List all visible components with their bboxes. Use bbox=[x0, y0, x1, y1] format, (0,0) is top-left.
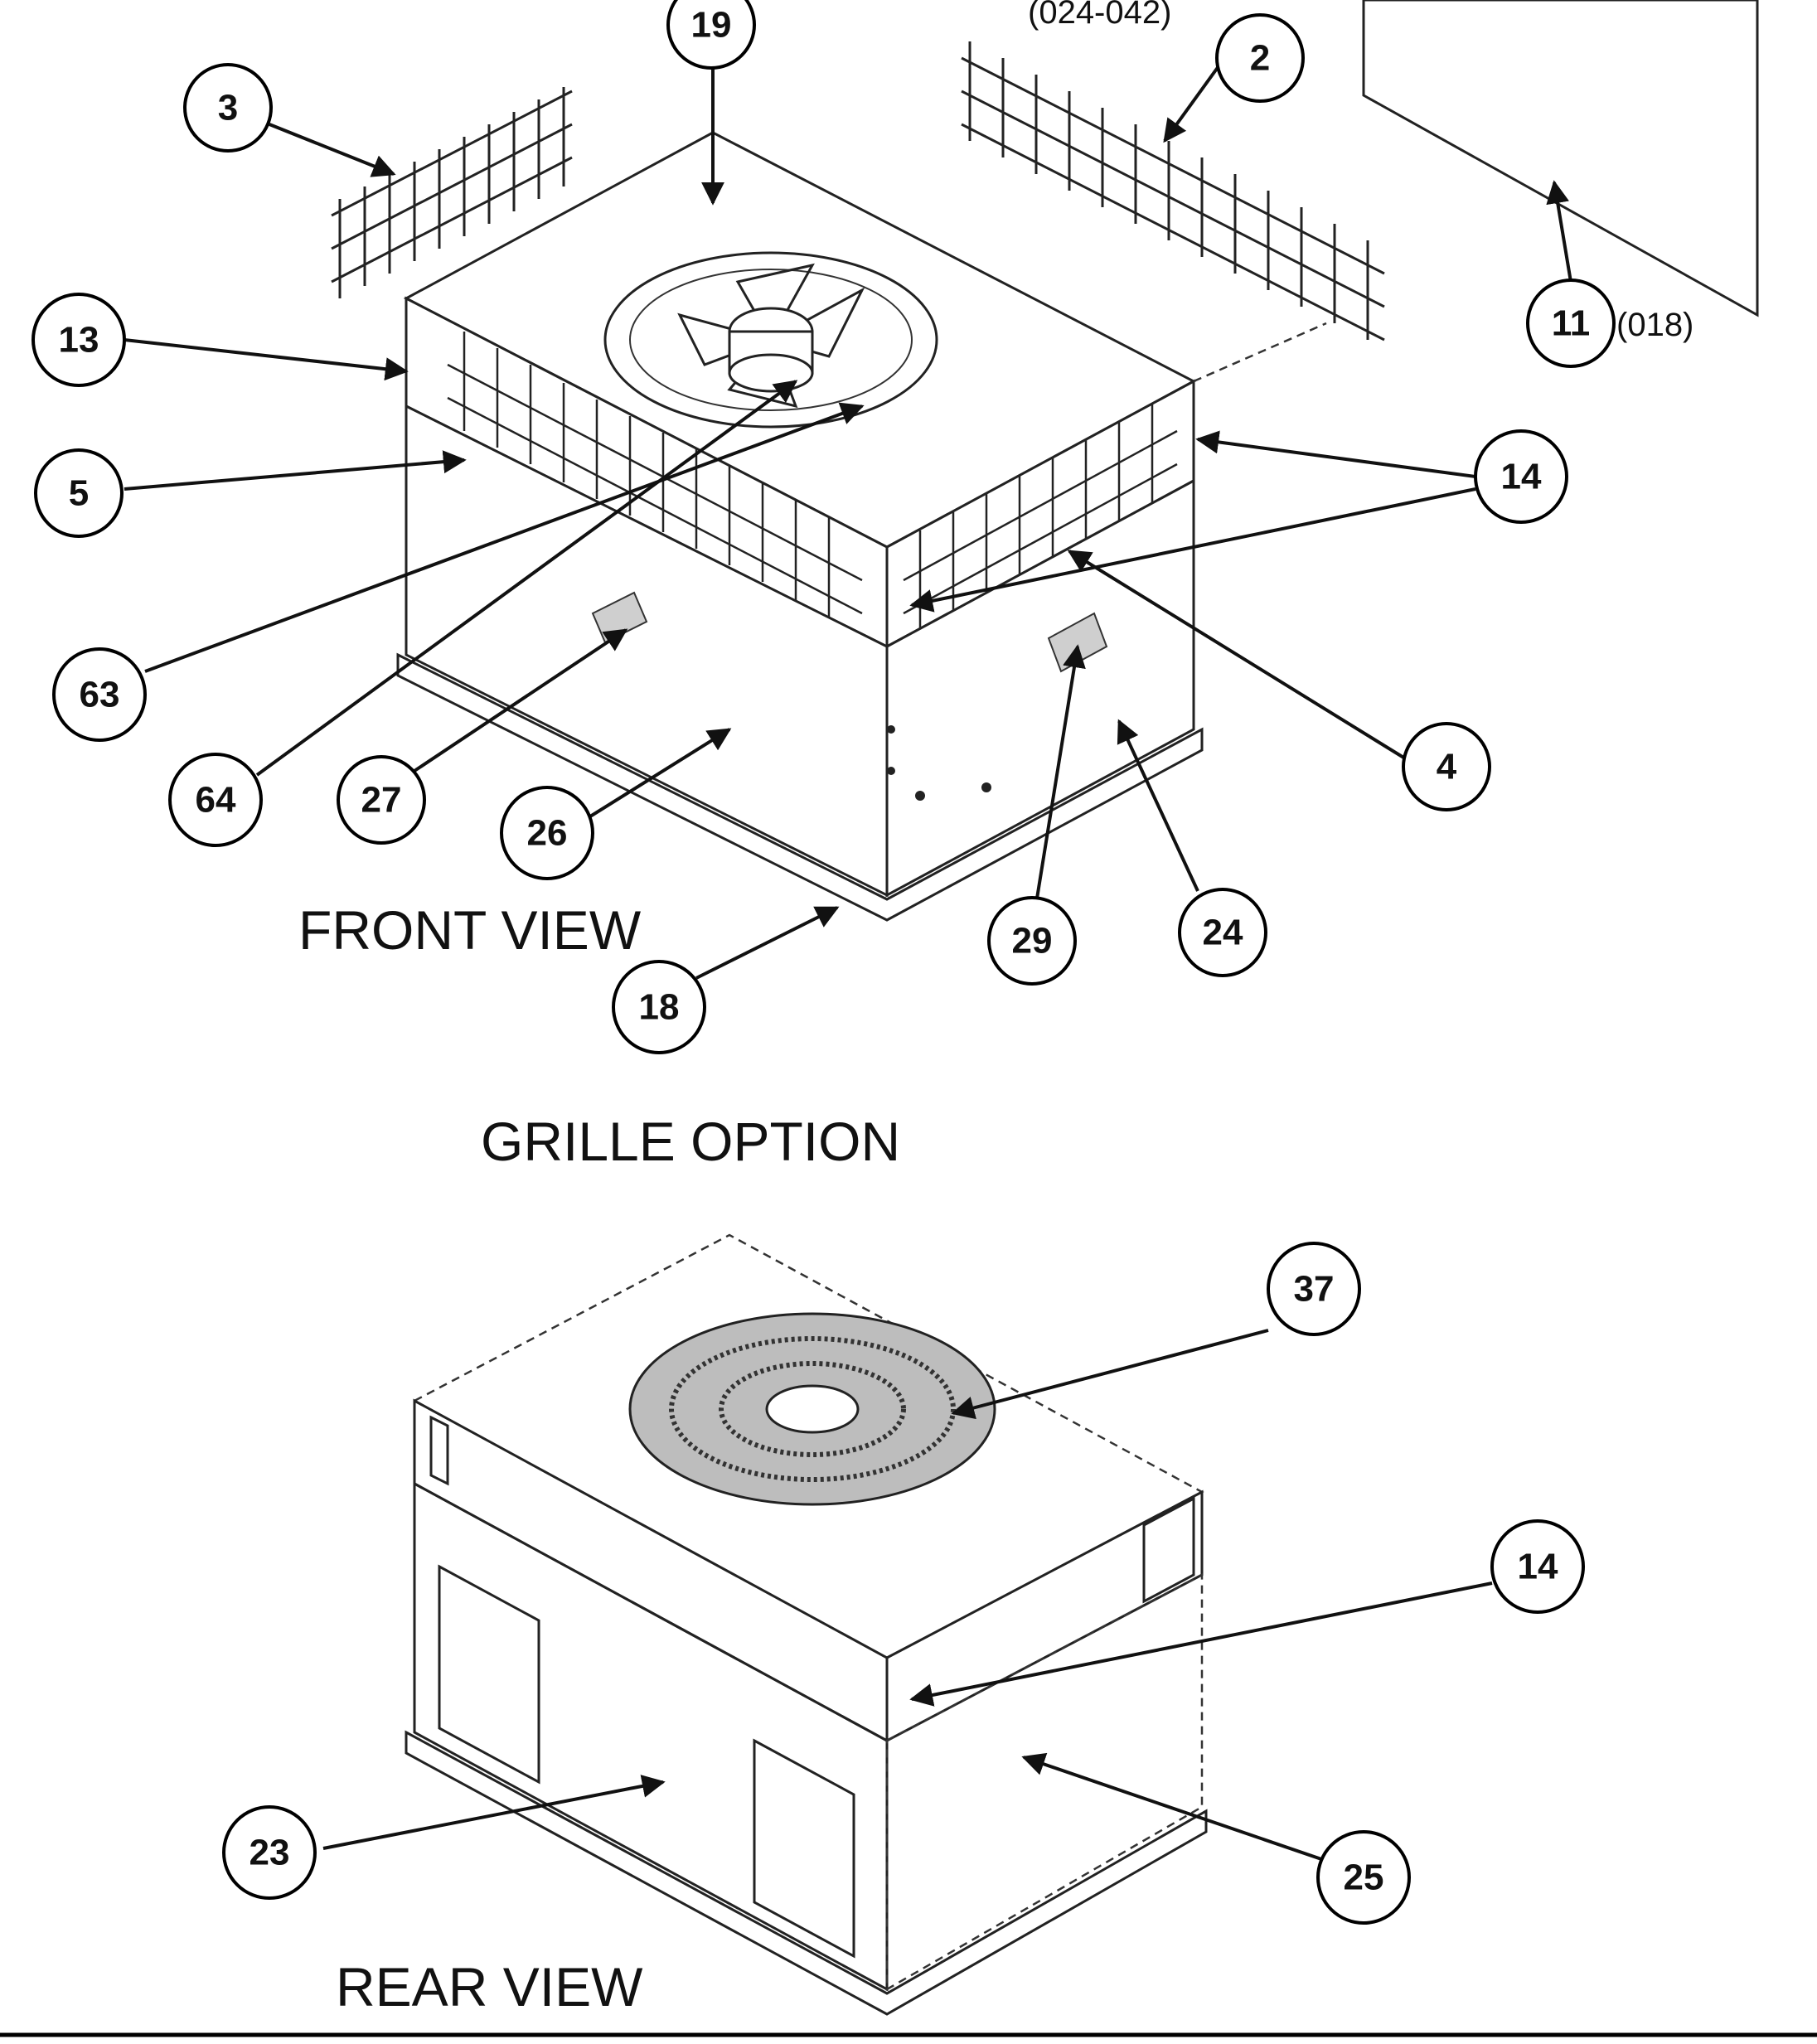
rear-vertical-trim bbox=[429, 1415, 449, 1486]
svg-text:23: 23 bbox=[250, 1833, 290, 1873]
screw-icon bbox=[887, 725, 895, 734]
grille-panel-2 bbox=[961, 41, 1385, 341]
svg-text:2: 2 bbox=[1250, 38, 1270, 79]
svg-text:24: 24 bbox=[1203, 913, 1243, 953]
front-left-coil-grid bbox=[447, 332, 863, 617]
rear-left-lower-face bbox=[413, 1481, 889, 1992]
callout-19: 19 bbox=[666, 0, 756, 70]
callout-37: 37 bbox=[1267, 1242, 1361, 1336]
callout-13: 13 bbox=[31, 293, 126, 387]
grille-option-title: GRILLE OPTION bbox=[481, 1111, 900, 1172]
fan-orifice-inner bbox=[629, 269, 913, 411]
svg-text:3: 3 bbox=[218, 88, 238, 128]
screw-icon bbox=[887, 767, 895, 775]
callouts-rear: 37 14 23 25 bbox=[222, 1242, 1585, 1925]
callout-3: 3 bbox=[183, 63, 273, 153]
svg-text:14: 14 bbox=[1518, 1547, 1558, 1587]
svg-text:18: 18 bbox=[639, 987, 680, 1028]
callout-18: 18 bbox=[612, 960, 706, 1054]
callout-5: 5 bbox=[34, 448, 124, 538]
note-size-range: (024-042) bbox=[1028, 0, 1171, 31]
callout-63: 63 bbox=[52, 647, 147, 742]
callout-26: 26 bbox=[500, 786, 594, 880]
callout-4: 4 bbox=[1402, 722, 1491, 811]
callout-25: 25 bbox=[1316, 1830, 1411, 1925]
svg-text:14: 14 bbox=[1501, 457, 1542, 497]
screw-icon bbox=[915, 791, 925, 801]
svg-text:5: 5 bbox=[69, 473, 89, 514]
svg-text:63: 63 bbox=[80, 675, 120, 715]
note-size-018: (018) bbox=[1616, 307, 1693, 343]
svg-text:13: 13 bbox=[59, 320, 99, 361]
rear-right-upper-face bbox=[885, 1489, 1204, 1743]
front-view-unit bbox=[396, 131, 1204, 922]
rear-view-unit bbox=[405, 1233, 1208, 2016]
screw-icon bbox=[981, 782, 991, 792]
svg-text:4: 4 bbox=[1437, 747, 1457, 787]
rear-base-rail bbox=[405, 1730, 1208, 2016]
callout-2: 2 bbox=[1215, 13, 1305, 103]
rear-access-opening-right bbox=[753, 1738, 855, 1959]
callout-23: 23 bbox=[222, 1805, 317, 1900]
svg-text:37: 37 bbox=[1294, 1269, 1335, 1310]
grille-2-alignment-line bbox=[1193, 322, 1327, 383]
svg-text:27: 27 bbox=[361, 780, 402, 821]
callout-27: 27 bbox=[337, 755, 426, 845]
rear-right-lower-face bbox=[885, 1572, 1204, 1992]
callout-14-rear: 14 bbox=[1490, 1519, 1585, 1614]
front-base-rail bbox=[396, 652, 1204, 922]
svg-text:26: 26 bbox=[527, 813, 568, 854]
callout-29: 29 bbox=[987, 896, 1077, 986]
fan-guard-icon bbox=[628, 1312, 996, 1506]
front-right-lower-panel bbox=[885, 478, 1195, 898]
rear-view-title: REAR VIEW bbox=[336, 1956, 643, 2017]
svg-text:64: 64 bbox=[196, 780, 236, 821]
leader-lines bbox=[124, 54, 1572, 1862]
rear-access-opening-left bbox=[438, 1564, 540, 1785]
callout-24: 24 bbox=[1178, 888, 1267, 977]
callout-14-front: 14 bbox=[1474, 429, 1568, 524]
panel-11 bbox=[1362, 0, 1759, 317]
svg-text:29: 29 bbox=[1012, 921, 1053, 961]
svg-text:19: 19 bbox=[691, 5, 732, 46]
callouts-front: 19 2 3 13 5 63 64 27 26 29 24 4 14 11 18 bbox=[31, 0, 1616, 1054]
fan-orifice bbox=[603, 251, 938, 429]
rear-right-corner-trim bbox=[1142, 1496, 1195, 1604]
front-view-title: FRONT VIEW bbox=[298, 899, 642, 961]
svg-text:11: 11 bbox=[1552, 303, 1591, 344]
callout-11: 11 bbox=[1526, 279, 1616, 368]
svg-text:25: 25 bbox=[1344, 1858, 1384, 1898]
callout-64: 64 bbox=[168, 753, 263, 847]
grille-panel-3 bbox=[331, 87, 573, 298]
